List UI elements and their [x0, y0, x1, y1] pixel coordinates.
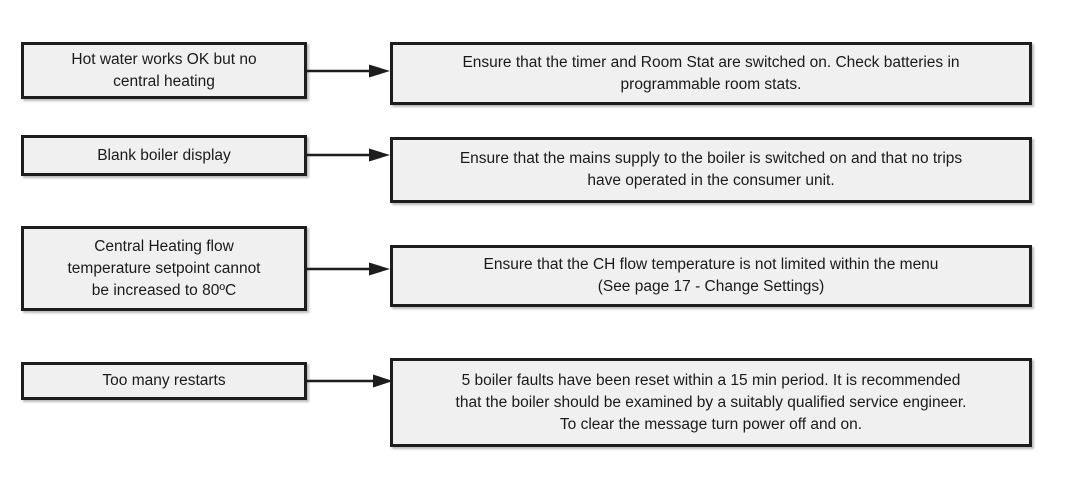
symptom-box[interactable]: Central Heating flow temperature setpoin…	[21, 226, 307, 311]
action-text: Ensure that the timer and Room Stat are …	[462, 53, 960, 93]
action-text: 5 boiler faults have been reset within a…	[455, 371, 967, 433]
arrow-right-icon	[307, 64, 393, 78]
action-box[interactable]: Ensure that the timer and Room Stat are …	[390, 42, 1032, 105]
action-box[interactable]: Ensure that the CH flow temperature is n…	[390, 245, 1032, 307]
arrow-right-icon	[307, 262, 393, 276]
symptom-text: Blank boiler display	[97, 146, 231, 164]
arrow-right-icon	[307, 374, 393, 388]
action-box[interactable]: 5 boiler faults have been reset within a…	[390, 358, 1032, 447]
symptom-box[interactable]: Blank boiler display	[21, 135, 307, 176]
symptom-text: Central Heating flow temperature setpoin…	[67, 237, 261, 299]
symptom-box[interactable]: Too many restarts	[21, 362, 307, 400]
symptom-box[interactable]: Hot water works OK but no central heatin…	[21, 42, 307, 99]
action-text: Ensure that the mains supply to the boil…	[459, 150, 963, 189]
action-box[interactable]: Ensure that the mains supply to the boil…	[390, 137, 1032, 203]
symptom-text: Too many restarts	[102, 372, 226, 389]
action-text: Ensure that the CH flow temperature is n…	[483, 256, 939, 295]
arrow-right-icon	[307, 148, 393, 162]
symptom-text: Hot water works OK but no central heatin…	[71, 50, 257, 90]
